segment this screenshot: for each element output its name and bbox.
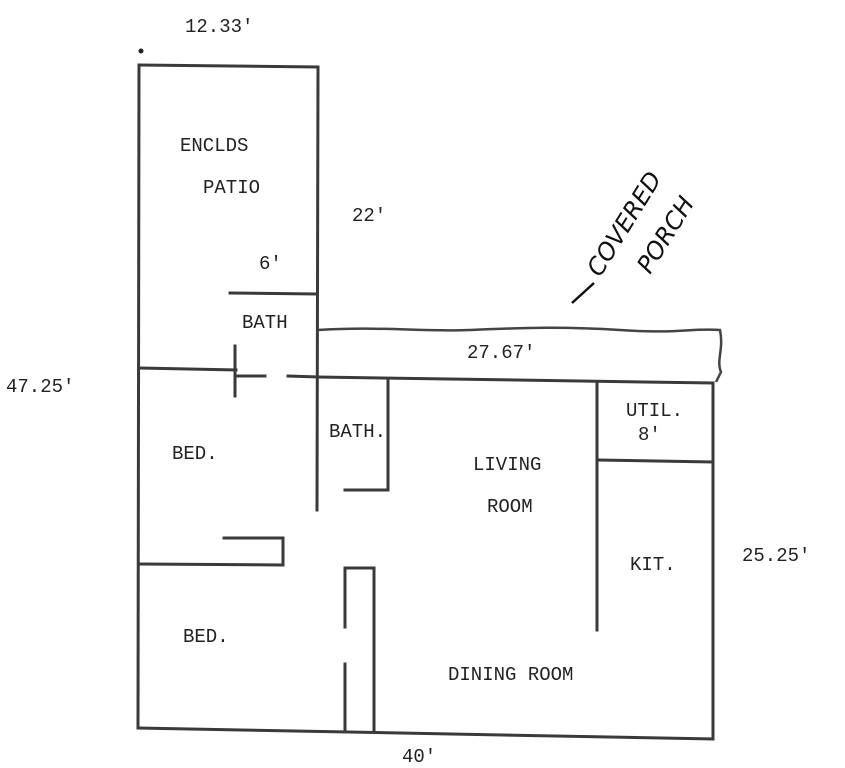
dimension-patio-inner: 6′ bbox=[259, 253, 282, 275]
hall-closet-wall bbox=[343, 566, 376, 732]
room-label-dining: DINING ROOM bbox=[448, 664, 573, 686]
bottom-wall bbox=[136, 726, 715, 741]
patio-bath-wall bbox=[228, 291, 318, 296]
room-label-patio: PATIO bbox=[203, 177, 260, 199]
closet-wall bbox=[138, 536, 285, 567]
dimension-bottom-width: 40′ bbox=[402, 746, 436, 768]
hall-wall-stub bbox=[286, 374, 320, 379]
room-label-kit: KIT. bbox=[630, 554, 676, 576]
dimension-util-width: 8′ bbox=[638, 424, 661, 446]
handwritten-covered-porch: COVERED PORCH bbox=[571, 167, 700, 304]
room-label-bath-lower: BATH. bbox=[329, 421, 386, 443]
util-kit-wall bbox=[596, 458, 714, 464]
room-label-living: LIVING bbox=[473, 454, 541, 476]
room-label-bed-lower: BED. bbox=[183, 626, 229, 648]
patio-right-wall bbox=[315, 65, 320, 512]
walls bbox=[136, 63, 715, 741]
left-wall bbox=[136, 63, 141, 730]
bath-bed-wall bbox=[138, 366, 238, 372]
dimension-patio-depth: 22′ bbox=[352, 205, 386, 227]
room-label-bed-upper: BED. bbox=[172, 443, 218, 465]
room-label-bath-upper: BATH bbox=[242, 312, 288, 334]
annotation-dash bbox=[571, 282, 595, 304]
dimension-top-width: 12.33′ bbox=[185, 16, 253, 38]
porch-outline bbox=[317, 326, 723, 383]
patio-top-wall bbox=[137, 63, 320, 69]
corner-dot bbox=[138, 48, 144, 54]
dimension-left-height: 47.25′ bbox=[6, 376, 74, 398]
room-label-living-room: ROOM bbox=[487, 496, 533, 518]
room-label-util: UTIL. bbox=[626, 400, 683, 422]
room-label-enclosed-patio: ENCLDS bbox=[180, 135, 248, 157]
house-top-wall bbox=[316, 375, 715, 385]
dimension-porch-length: 27.67′ bbox=[467, 342, 535, 364]
dimension-right-height: 25.25′ bbox=[742, 545, 810, 567]
